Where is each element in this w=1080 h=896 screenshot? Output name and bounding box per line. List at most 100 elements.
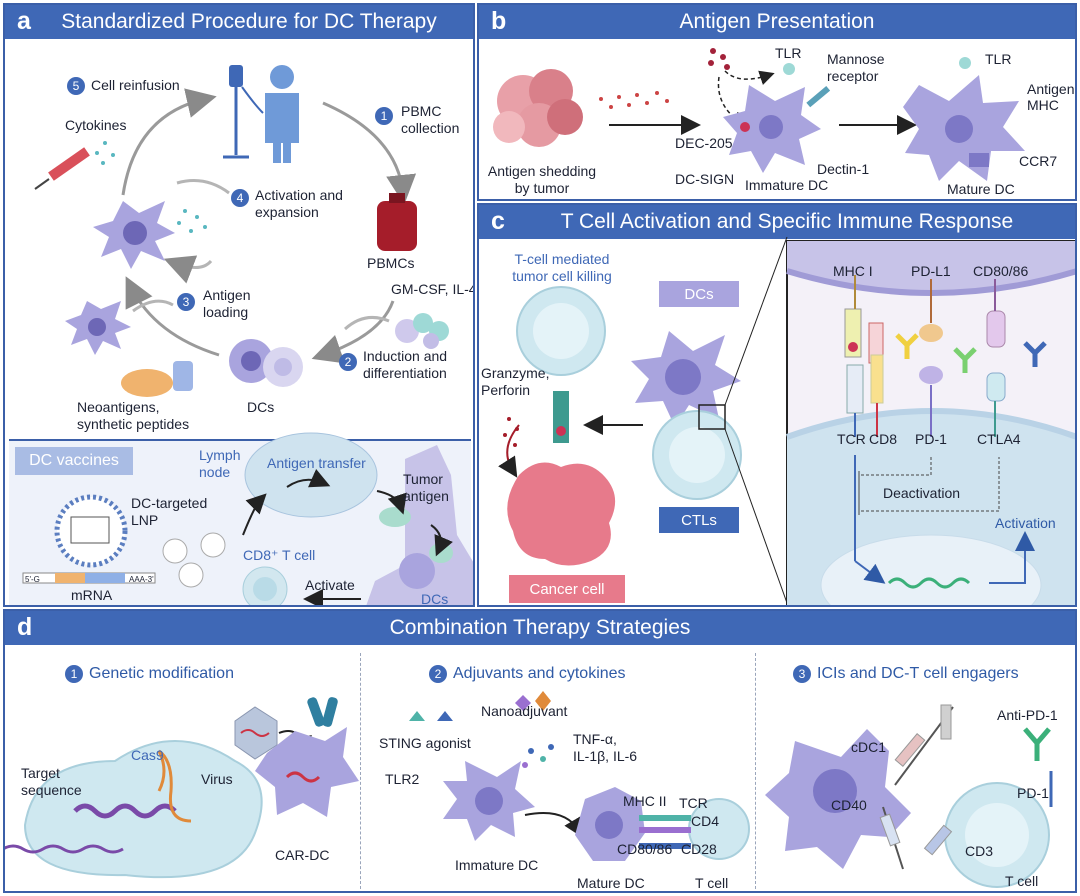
dcs-icon [229, 339, 303, 387]
tlr-label-2: TLR [985, 51, 1012, 67]
tnf-label: TNF-α,IL-1β, IL-6 [573, 731, 638, 764]
t-cell-activation-diagram [498, 236, 1075, 605]
pd1-d-label: PD-1 [1017, 785, 1049, 801]
activate-label: Activate [305, 577, 355, 593]
neoantigen-icon [121, 361, 193, 397]
dec205-label: DEC-205 [675, 135, 733, 151]
tcr-label: TCR [837, 431, 866, 447]
pbmcs-label: PBMCs [367, 255, 415, 271]
tcr-d-label: TCR [679, 795, 708, 811]
panel-c: c T Cell Activation and Specific Immune … [477, 203, 1077, 607]
dcs-pill: DCs [659, 281, 739, 307]
step-1-label: 1 [375, 107, 399, 126]
cd28-label: CD28 [681, 841, 717, 857]
activation-label: Activation [995, 515, 1056, 531]
panel-d: d Combination Therapy Strategies [3, 609, 1077, 893]
mhc2-label: MHC II [623, 793, 667, 809]
tumor-icon [493, 69, 583, 147]
cdc1-label: cDC1 [851, 739, 887, 755]
antigen-label: Antigen [1027, 81, 1075, 97]
blood-bag-icon [377, 193, 417, 251]
antigen-presentation-diagram [493, 48, 1025, 181]
nanoadjuvant-label: Nanoadjuvant [481, 703, 568, 719]
mhc-label: MHC [1027, 97, 1059, 113]
step-2-label: 2 [339, 353, 363, 372]
cas9-label: Cas9 [131, 747, 164, 763]
dcs-label: DCs [247, 399, 275, 415]
cd8086-d-label: CD80/86 [617, 841, 673, 857]
panel-a: a Standardized Procedure for DC Therapy [3, 3, 475, 607]
antipd1-label: Anti-PD-1 [997, 707, 1058, 723]
mature-dc-icon [903, 57, 1025, 181]
mature-dc-label: Mature DC [947, 181, 1015, 197]
panel-d-title: Combination Therapy Strategies [389, 616, 691, 639]
ccr7-label: CCR7 [1019, 153, 1058, 169]
antigen-loaded-dc-icon [65, 301, 131, 355]
cd8086-label: CD80/86 [973, 263, 1029, 279]
tlr-label-1: TLR [775, 45, 802, 61]
panel-b-title: Antigen Presentation [679, 10, 875, 33]
dectin-label: Dectin-1 [817, 161, 870, 177]
ctls-pill: CTLs [659, 507, 739, 533]
mrna-label: mRNA [71, 587, 113, 603]
cytokines-label: Cytokines [65, 117, 127, 133]
step-3-label: 3 [177, 293, 201, 312]
activated-dc-icon [93, 201, 175, 269]
dcsign-label: DC-SIGN [675, 171, 735, 187]
tlr2-label: TLR2 [385, 771, 420, 787]
combination-therapy-diagram [5, 691, 1053, 888]
panel-b: b Antigen Presentation [477, 3, 1077, 201]
divider-1 [360, 653, 361, 889]
cd40-label: CD40 [831, 797, 867, 813]
dc-vaccines-title: DC vaccines [15, 447, 133, 475]
mature-dc-d-label: Mature DC [577, 875, 645, 891]
immature-dc-icon [723, 63, 831, 173]
neoantigens-label: Neoantigens,synthetic peptides [77, 399, 190, 432]
tcell-d3-label: T cell [1005, 873, 1039, 889]
panel-a-header: a Standardized Procedure for DC Therapy [5, 5, 473, 39]
immature-dc-label: Immature DC [745, 177, 829, 193]
five-prime-label: 5'-G [25, 575, 40, 584]
step-4-label: 4 [231, 189, 255, 208]
vaccine-dcs-label: DCs [421, 591, 449, 607]
syringe-icon [34, 147, 90, 190]
cd3-label: CD3 [965, 843, 994, 859]
divider-2 [755, 653, 756, 889]
panel-b-header: b Antigen Presentation [479, 5, 1075, 39]
sting-label: STING agonist [379, 735, 471, 751]
vaccine-diagram [22, 432, 473, 605]
patient-icon [223, 65, 299, 163]
antigen-transfer-label: Antigen transfer [267, 455, 366, 471]
three-prime-label: AAA-3' [129, 575, 154, 584]
pdl1-label: PD-L1 [911, 263, 951, 279]
cd8-label: CD8 [869, 431, 898, 447]
gmcsf-label: GM-CSF, IL-4 [391, 281, 475, 297]
deactivation-label: Deactivation [883, 485, 961, 501]
panel-d-letter: d [17, 613, 33, 641]
cancer-cell-pill: Cancer cell [509, 575, 625, 603]
panel-c-header: c T Cell Activation and Specific Immune … [479, 205, 1075, 239]
tcell-d2-label: T cell [695, 875, 729, 891]
virus-label: Virus [201, 771, 233, 787]
cytokine-blobs-icon [395, 313, 449, 349]
cd4-label: CD4 [691, 813, 720, 829]
cd8-tcell-label: CD8⁺ T cell [243, 547, 316, 563]
dc-therapy-cycle [34, 65, 449, 397]
panel-a-title: Standardized Procedure for DC Therapy [61, 10, 437, 33]
pd1-label: PD-1 [915, 431, 947, 447]
